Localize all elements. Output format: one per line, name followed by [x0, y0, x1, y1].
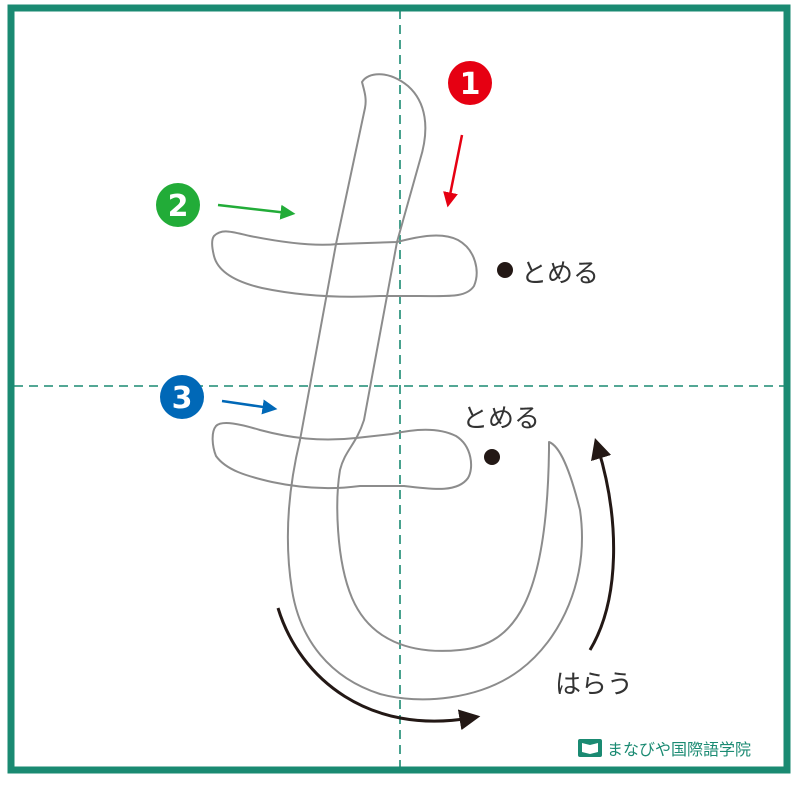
- stroke-number-1-badge: 1: [448, 61, 492, 105]
- stroke-3-outline: [211, 422, 473, 490]
- sheet-frame: [7, 4, 791, 774]
- stroke-2-direction-arrow: [217, 203, 296, 220]
- sweep-up-arrow: [588, 437, 616, 651]
- character-outline: [211, 73, 583, 701]
- stroke-2-outline: [211, 230, 478, 298]
- svg-text:1: 1: [460, 67, 481, 102]
- stop-point-dot-2: [484, 449, 500, 465]
- harau-label: はらう: [555, 670, 633, 700]
- tomeru-label-1: とめる: [521, 259, 599, 289]
- stop-point-dot-1: [497, 262, 513, 278]
- stroke-number-2-badge: 2: [156, 183, 200, 227]
- open-book-icon: [578, 739, 602, 757]
- stroke-1-outline: [286, 73, 583, 701]
- stroke-number-3-badge: 3: [160, 375, 204, 419]
- tomeru-label-2: とめる: [462, 404, 540, 434]
- svg-text:3: 3: [172, 381, 193, 416]
- brand-logo: まなびや国際語学院: [578, 739, 751, 759]
- brand-name: まなびや国際語学院: [607, 740, 751, 759]
- loop-bottom-arrow: [276, 607, 481, 731]
- stroke-1-direction-arrow: [443, 134, 464, 208]
- stroke-3-direction-arrow: [221, 399, 278, 415]
- svg-text:2: 2: [168, 189, 189, 224]
